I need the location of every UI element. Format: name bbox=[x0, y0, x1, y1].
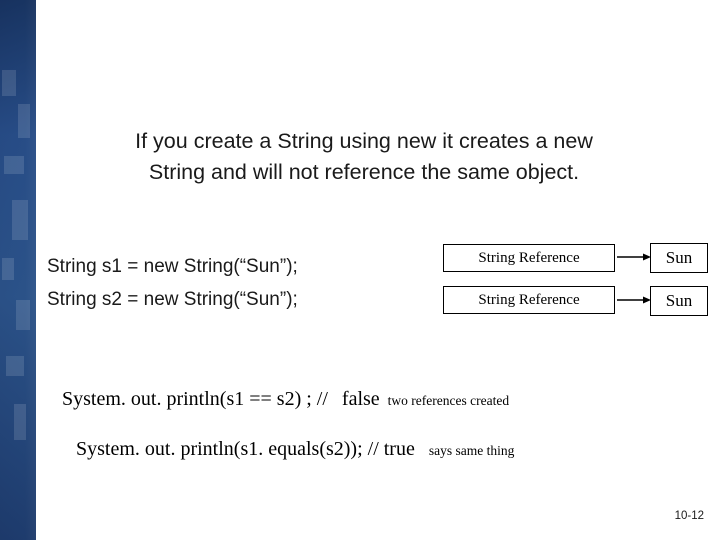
statement-2-code: System. out. println(s1. equals(s2)); //… bbox=[76, 438, 415, 460]
string-value-box-1: Sun bbox=[650, 243, 708, 273]
code-line-2: String s2 = new String(“Sun”); bbox=[47, 289, 298, 310]
code-line-1: String s1 = new String(“Sun”); bbox=[47, 256, 298, 277]
arrow-right-icon bbox=[617, 253, 651, 261]
statement-line-2: System. out. println(s1. equals(s2)); //… bbox=[62, 438, 514, 461]
page-number: 10-12 bbox=[674, 510, 704, 522]
band-gradient bbox=[0, 0, 36, 540]
code-block: String s1 = new String(“Sun”); String s2… bbox=[47, 250, 298, 316]
statement-1-code: System. out. println(s1 == s2) ; // bbox=[62, 388, 328, 410]
title-line-1: If you create a String using new it crea… bbox=[135, 129, 593, 153]
page-title: If you create a String using new it crea… bbox=[44, 126, 684, 188]
statement-1-result: false bbox=[341, 388, 380, 410]
statement-2-note: says same thing bbox=[428, 443, 515, 458]
title-line-2: String and will not reference the same o… bbox=[148, 160, 580, 184]
statement-1-note: two references created bbox=[387, 393, 510, 408]
string-reference-box-2: String Reference bbox=[443, 286, 615, 314]
string-value-box-2: Sun bbox=[650, 286, 708, 316]
statement-line-1: System. out. println(s1 == s2) ; // false… bbox=[62, 388, 509, 411]
string-reference-box-1: String Reference bbox=[443, 244, 615, 272]
left-decorative-band bbox=[0, 0, 36, 540]
arrow-right-icon bbox=[617, 296, 651, 304]
band-shapes bbox=[0, 60, 36, 490]
